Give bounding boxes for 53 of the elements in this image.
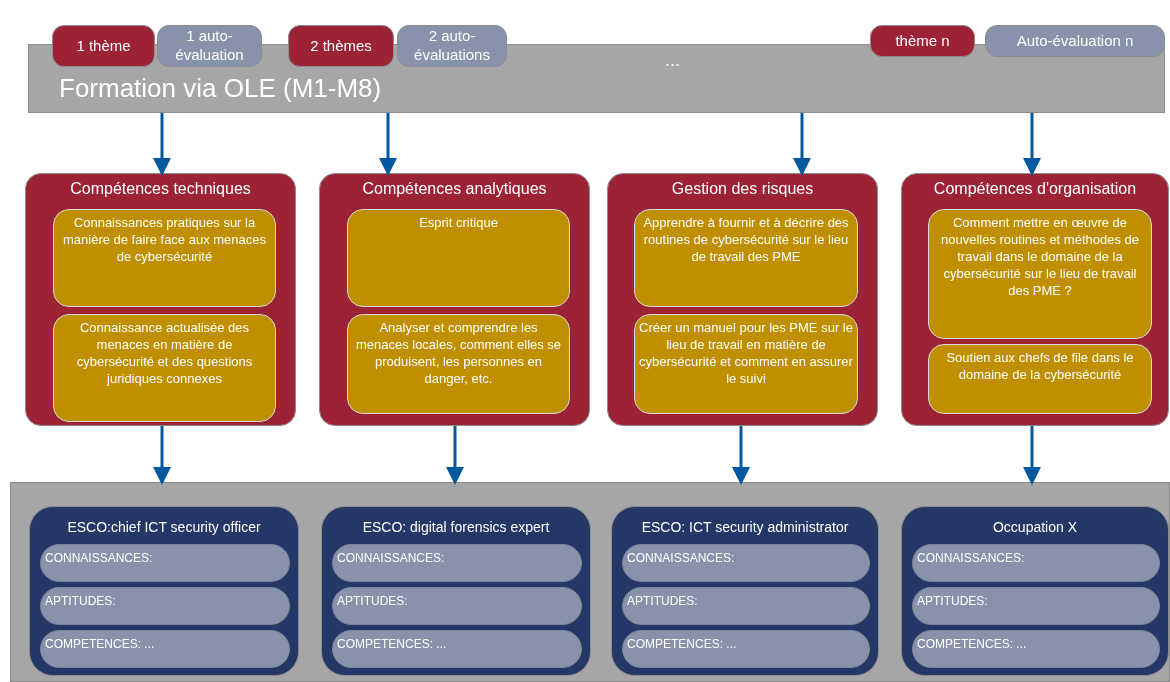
panel-title: Compétences techniques — [69, 181, 252, 197]
card-title: ESCO: digital forensics expert — [361, 520, 551, 534]
arrow — [153, 426, 171, 485]
theme-tab: thème n — [870, 25, 975, 57]
arrow — [1023, 426, 1041, 485]
arrow — [379, 113, 397, 176]
card-title: Occupation X — [991, 520, 1079, 534]
competence-box: Esprit critique — [347, 209, 570, 307]
theme-tab: 1 thème — [52, 25, 155, 67]
occupation-card — [901, 506, 1169, 676]
arrow — [1023, 113, 1041, 176]
occupation-card — [321, 506, 591, 676]
skill-field: COMPETENCES: ... — [622, 630, 870, 668]
skill-field: APTITUDES: — [912, 587, 1160, 625]
skill-field: CONNAISSANCES: — [622, 544, 870, 582]
self-assessment-tab: 1 auto-évaluation — [157, 25, 262, 67]
panel-title: Gestion des risques — [670, 181, 815, 197]
self-assessment-tab: Auto-évaluation n — [985, 25, 1165, 57]
skill-field: CONNAISSANCES: — [912, 544, 1160, 582]
arrow — [732, 426, 750, 485]
arrow — [793, 113, 811, 176]
skill-field: COMPETENCES: ... — [912, 630, 1160, 668]
skill-field: COMPETENCES: ... — [40, 630, 290, 668]
competence-box: Connaissances pratiques sur la manière de faire face aux menaces de cybersécurité — [53, 209, 276, 307]
skill-field: COMPETENCES: ... — [332, 630, 582, 668]
competence-box: Soutien aux chefs de file dans le domaine de la cybersécurité — [928, 344, 1152, 414]
skill-field: CONNAISSANCES: — [40, 544, 290, 582]
occupation-card — [29, 506, 299, 676]
skill-field: CONNAISSANCES: — [332, 544, 582, 582]
competence-panel — [901, 173, 1169, 426]
occupation-card — [611, 506, 879, 676]
competence-box: Analyser et comprendre les menaces locales, comment elles se produisent, les personnes en danger, etc. — [347, 314, 570, 414]
occupation-band — [10, 482, 1170, 682]
competence-panel — [607, 173, 878, 426]
arrow — [153, 113, 171, 176]
self-assessment-tab: 2 auto-évaluations — [397, 25, 507, 67]
competence-panel — [25, 173, 296, 426]
competence-panel — [319, 173, 590, 426]
competence-box: Apprendre à fournir et à décrire des routines de cybersécurité sur le lieu de travail des PME — [634, 209, 858, 307]
competence-box: Comment mettre en œuvre de nouvelles routines et méthodes de travail dans le domaine de la cybersécurité sur le lieu de travail des PME ? — [928, 209, 1152, 339]
card-title: ESCO: ICT security administrator — [640, 520, 850, 534]
skill-field: APTITUDES: — [332, 587, 582, 625]
competence-box: Connaissance actualisée des menaces en matière de cybersécurité et des questions juridiques connexes — [53, 314, 276, 422]
theme-tab: 2 thèmes — [288, 25, 394, 67]
skill-field: APTITUDES: — [622, 587, 870, 625]
card-title: ESCO:chief ICT security officer — [66, 520, 262, 534]
panel-title: Compétences analytiques — [361, 181, 548, 197]
panel-title: Compétences d'organisation — [932, 181, 1138, 197]
arrow — [446, 426, 464, 485]
competence-box: Créer un manuel pour les PME sur le lieu de travail en matière de cybersécurité et comment en assurer le suivi — [634, 314, 858, 414]
skill-field: APTITUDES: — [40, 587, 290, 625]
band-title: Formation via OLE (M1-M8) — [59, 75, 382, 101]
ellipsis: ... — [665, 51, 680, 69]
